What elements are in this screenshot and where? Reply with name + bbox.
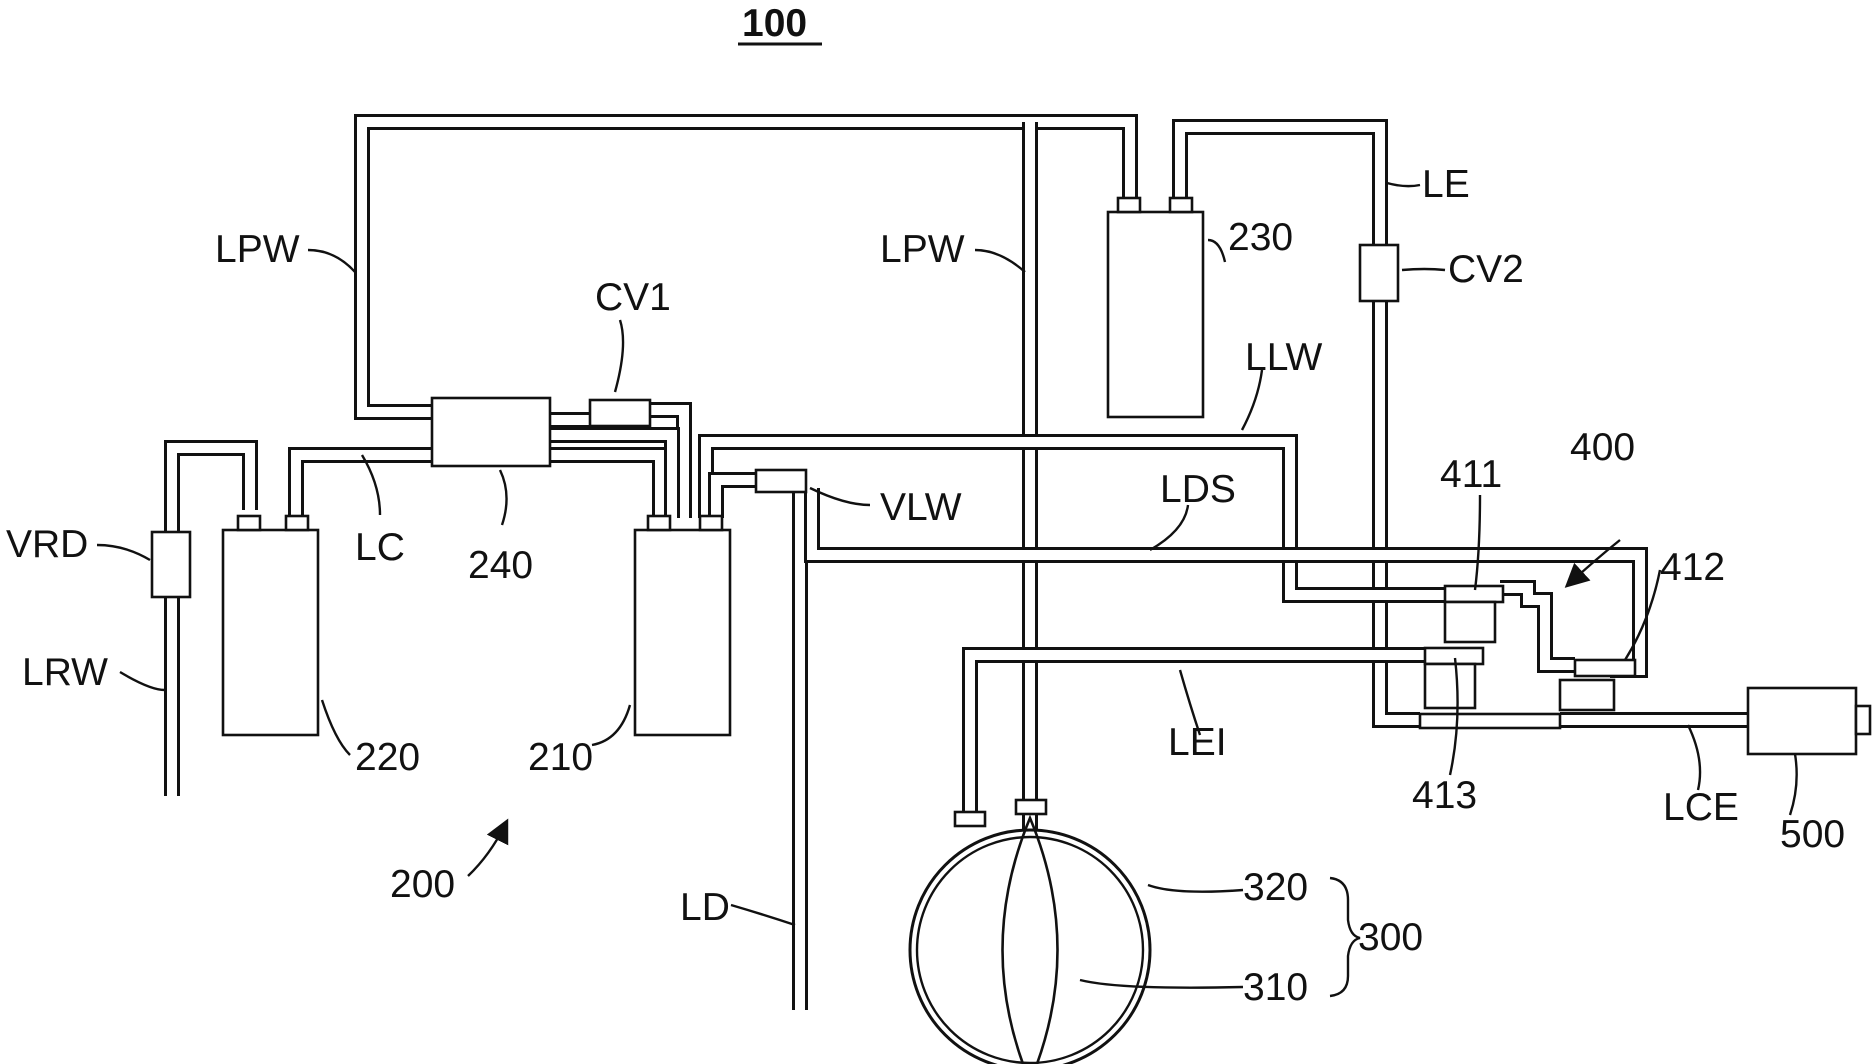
label-413: 413 [1412,774,1477,817]
label-lds: LDS [1160,468,1236,511]
label-300: 300 [1358,916,1423,959]
label-vrd: VRD [6,523,88,566]
valve-cv2 [1360,245,1398,301]
label-220: 220 [355,736,420,779]
label-lc: LC [355,526,405,569]
label-lpw-mid: LPW [880,228,965,271]
valve-cv1 [590,400,650,426]
label-cv1: CV1 [595,276,671,319]
label-200: 200 [390,863,455,906]
valve-vlw [756,470,806,492]
label-cv2: CV2 [1448,248,1524,291]
label-310: 310 [1243,966,1308,1009]
label-210: 210 [528,736,593,779]
title-label: 100 [742,2,807,45]
label-400: 400 [1570,426,1635,469]
arrow-200 [468,825,505,876]
component-240 [432,398,550,466]
label-500: 500 [1780,813,1845,856]
label-vlw: VLW [880,486,962,529]
device-500 [1748,688,1856,754]
label-lei: LEI [1168,721,1227,764]
labels: 100 LPW LPW LE CV2 230 CV1 LLW VRD LC 24… [6,2,1845,1009]
sphere-300 [910,818,1150,1064]
label-240: 240 [468,544,533,587]
port-413 [1425,648,1483,664]
label-lce: LCE [1663,786,1739,829]
port-412 [1575,660,1635,676]
components [152,198,1870,826]
label-ld: LD [680,886,730,929]
label-412: 412 [1660,546,1725,589]
tank-230 [1108,212,1203,417]
valve-vrd [152,532,190,597]
tank-210 [635,530,730,735]
label-lpw-left: LPW [215,228,300,271]
label-llw: LLW [1245,336,1322,379]
label-411: 411 [1440,453,1502,496]
label-le: LE [1422,163,1470,206]
tank-220 [223,530,318,735]
label-320: 320 [1243,866,1308,909]
label-230: 230 [1228,216,1293,259]
label-lrw: LRW [22,651,108,694]
